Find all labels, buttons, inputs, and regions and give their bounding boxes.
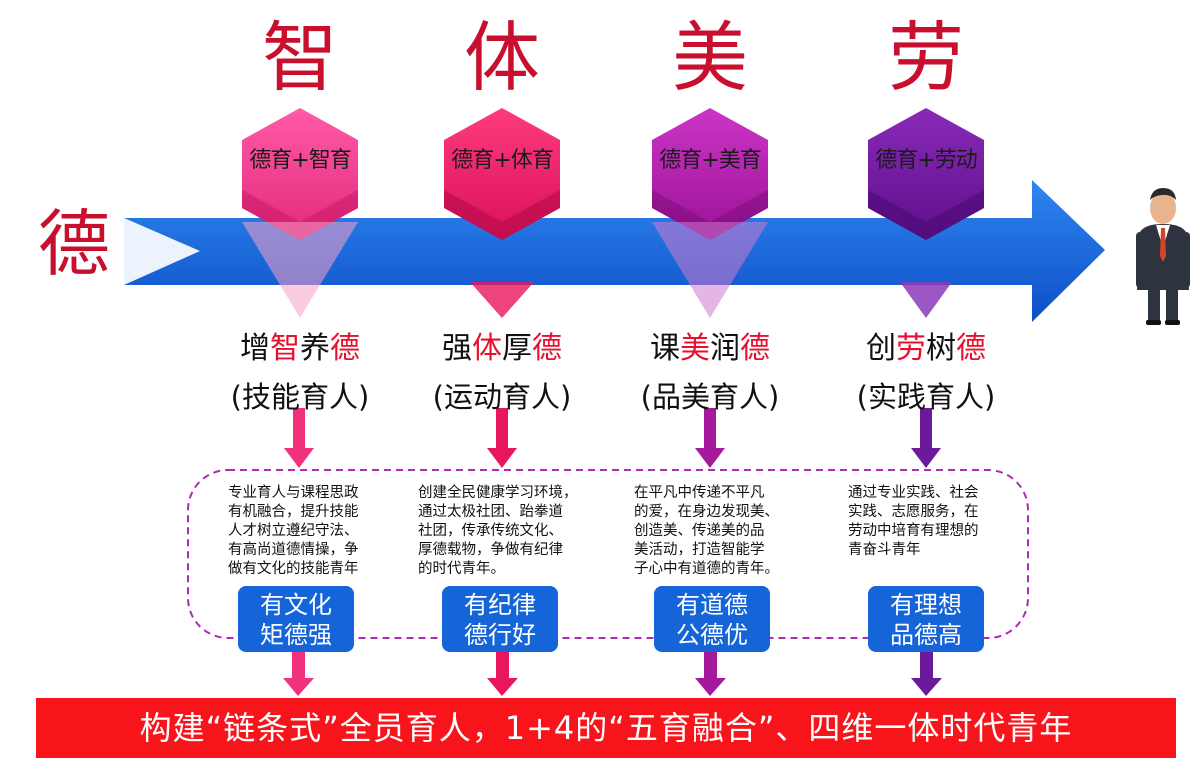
- hex-label-3: 德育+美育: [659, 148, 761, 173]
- dashed-frame: [187, 469, 1029, 639]
- hex-label-2: 德育+体育: [451, 148, 553, 173]
- hex-cube-4: [868, 108, 984, 240]
- hex-cube-2: [444, 108, 560, 240]
- phrase-4: 创劳树德: [866, 331, 986, 366]
- beam-4: [900, 282, 952, 318]
- badge-2: 有纪律德行好: [442, 586, 558, 652]
- top-char-zhi: 智: [262, 13, 338, 102]
- phrase-sub-4: (实践育人): [856, 380, 996, 414]
- bottom-arrow-3: [695, 652, 726, 696]
- top-char-mei: 美: [672, 13, 748, 102]
- phrase-sub-2: (运动育人): [432, 380, 572, 414]
- bottom-arrow-1: [283, 652, 314, 696]
- badge-4: 有理想品德高: [868, 586, 984, 652]
- hex-label-1: 德育+智育: [249, 148, 351, 173]
- bottom-arrow-4: [911, 652, 942, 696]
- left-char-de: 德: [38, 202, 111, 286]
- down-arrow-3: [695, 408, 725, 468]
- beam-3: [652, 222, 768, 318]
- businessman-icon: [1136, 188, 1190, 325]
- phrase-3: 课美润德: [650, 331, 770, 366]
- desc-3: 在平凡中传递不平凡的爱，在身边发现美、创造美、传递美的品美活动，打造智能学子心中…: [634, 485, 779, 577]
- desc-4: 通过专业实践、社会实践、志愿服务，在劳动中培育有理想的青奋斗青年: [848, 485, 979, 558]
- down-arrow-2: [487, 408, 517, 468]
- bottom-arrow-2: [487, 652, 518, 696]
- phrase-2: 强体厚德: [442, 331, 562, 366]
- phrase-sub-1: (技能育人): [230, 380, 370, 414]
- desc-1: 专业育人与课程思政有机融合，提升技能人才树立遵纪守法、有高尚道德情操，争做有文化…: [228, 485, 359, 577]
- badge-1: 有文化矩德强: [238, 586, 354, 652]
- main-arrow: [124, 180, 1105, 322]
- top-char-lao: 劳: [888, 13, 964, 102]
- bottom-banner: 构建“链条式”全员育人，1+4的“五育融合”、四维一体时代青年: [36, 698, 1176, 758]
- phrase-1: 增智养德: [240, 331, 360, 366]
- badge-3: 有道德公德优: [654, 586, 770, 652]
- top-char-ti: 体: [464, 13, 540, 102]
- beam-2: [470, 282, 534, 318]
- desc-2: 创建全民健康学习环境，通过太极社团、跆拳道社团，传承传统文化、厚德载物，争做有纪…: [418, 485, 578, 577]
- hex-label-4: 德育+劳动: [875, 148, 977, 173]
- beam-1: [242, 222, 358, 318]
- arrow-tail-notch: [124, 218, 200, 285]
- phrase-sub-3: (品美育人): [640, 380, 780, 414]
- down-arrow-4: [911, 408, 941, 468]
- down-arrow-1: [284, 408, 314, 468]
